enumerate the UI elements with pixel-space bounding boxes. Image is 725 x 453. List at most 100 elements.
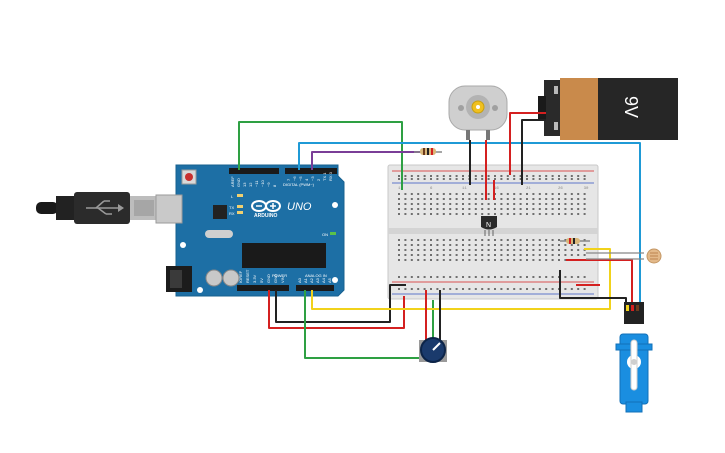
breadboard-hole xyxy=(410,213,413,215)
breadboard-hole xyxy=(449,239,452,241)
pin-label: A4 xyxy=(321,277,326,283)
breadboard-hole xyxy=(462,203,464,205)
breadboard-hole xyxy=(506,239,509,241)
breadboard-hole xyxy=(577,208,580,210)
breadboard-hole xyxy=(519,208,522,210)
capacitor xyxy=(222,269,240,287)
breadboard-hole xyxy=(436,276,439,278)
breadboard-hole xyxy=(481,254,484,256)
breadboard-hole xyxy=(398,288,400,290)
breadboard-hole xyxy=(423,249,426,251)
breadboard-hole xyxy=(551,244,554,246)
breadboard-hole xyxy=(468,259,471,261)
breadboard-hole xyxy=(545,254,548,256)
breadboard-hole xyxy=(430,198,432,200)
battery-9v[interactable]: 9V xyxy=(538,78,678,140)
breadboard-hole xyxy=(481,178,484,180)
breadboard-hole xyxy=(442,193,445,195)
breadboard-hole xyxy=(551,203,554,205)
reset-button[interactable] xyxy=(185,173,193,181)
digital-label: DIGITAL (PWM~) xyxy=(283,182,315,187)
resistor[interactable] xyxy=(560,238,590,244)
breadboard-hole xyxy=(468,288,471,290)
resistor[interactable] xyxy=(414,148,442,155)
breadboard-hole xyxy=(430,203,432,205)
wire-black-battery xyxy=(521,119,546,185)
breadboard-hole xyxy=(455,239,458,241)
breadboard-hole xyxy=(449,178,452,180)
breadboard-hole xyxy=(577,203,580,205)
servo-motor[interactable] xyxy=(615,302,653,413)
arduino-uno-board[interactable]: ARDUINO UNO DIGITAL (PWM~) POWER ANALOG … xyxy=(155,164,345,297)
usb-icon xyxy=(86,200,124,215)
photoresistor[interactable] xyxy=(586,248,662,264)
breadboard-hole xyxy=(455,178,458,180)
breadboard-hole xyxy=(404,276,407,278)
breadboard-hole xyxy=(474,239,477,241)
breadboard-hole xyxy=(430,276,432,278)
breadboard-hole xyxy=(545,276,548,278)
breadboard-hole xyxy=(423,178,426,180)
breadboard-hole xyxy=(449,244,452,246)
breadboard-hole xyxy=(545,244,548,246)
potentiometer[interactable] xyxy=(419,337,447,363)
breadboard-hole xyxy=(417,254,420,256)
wire-red-servo xyxy=(566,259,633,310)
breadboard-hole xyxy=(474,244,477,246)
pin-label: GND xyxy=(273,274,278,283)
breadboard-hole xyxy=(551,276,554,278)
breadboard-hole xyxy=(449,288,452,290)
breadboard-hole xyxy=(519,198,522,200)
breadboard-hole xyxy=(577,175,580,177)
breadboard-hole xyxy=(532,244,535,246)
breadboard-hole xyxy=(404,208,407,210)
breadboard-hole xyxy=(500,239,503,241)
breadboard-hole xyxy=(532,193,535,195)
breadboard-hole xyxy=(500,203,503,205)
breadboard-hole xyxy=(430,259,432,261)
breadboard-hole xyxy=(564,288,567,290)
breadboard-hole xyxy=(455,193,458,195)
breadboard-hole xyxy=(551,239,554,241)
breadboard-hole xyxy=(526,193,528,195)
breadboard-hole xyxy=(570,244,573,246)
pin-label: 2 xyxy=(316,178,321,181)
breadboard-hole xyxy=(564,213,567,215)
breadboard-hole xyxy=(442,208,445,210)
breadboard-hole xyxy=(487,259,490,261)
breadboard-hole xyxy=(564,249,567,251)
pin-label: RX 0 xyxy=(328,171,333,181)
breadboard-hole xyxy=(474,288,477,290)
breadboard-hole xyxy=(494,288,496,290)
pin-label: ~5 xyxy=(298,176,303,181)
breadboard-hole xyxy=(487,208,490,210)
breadboard-hole xyxy=(423,276,426,278)
breadboard-hole xyxy=(570,203,573,205)
breadboard-hole xyxy=(532,208,535,210)
breadboard-hole xyxy=(398,249,400,251)
pin-label: 3.3V xyxy=(252,274,257,283)
breadboard-hole xyxy=(506,203,509,205)
pin-label: ~11 xyxy=(254,180,259,187)
breadboard-hole xyxy=(583,288,586,290)
breadboard-hole xyxy=(519,244,522,246)
pin-label: A3 xyxy=(315,277,320,283)
breadboard-hole xyxy=(417,203,420,205)
breadboard-hole xyxy=(513,213,516,215)
breadboard-column-number: 1 xyxy=(398,187,401,191)
breadboard-hole xyxy=(506,213,509,215)
breadboard-hole xyxy=(462,239,464,241)
breadboard-hole xyxy=(487,288,490,290)
breadboard-hole xyxy=(449,193,452,195)
dc-motor[interactable] xyxy=(448,85,508,140)
breadboard-hole xyxy=(538,193,541,195)
breadboard-hole xyxy=(538,203,541,205)
breadboard-hole xyxy=(551,213,554,215)
breadboard-hole xyxy=(398,239,400,241)
npn-transistor[interactable]: N xyxy=(481,216,497,236)
breadboard-hole xyxy=(513,244,516,246)
breadboard-hole xyxy=(513,203,516,205)
breadboard-hole xyxy=(570,213,573,215)
wire-purple-pin5 xyxy=(311,151,426,170)
breadboard-hole xyxy=(423,203,426,205)
